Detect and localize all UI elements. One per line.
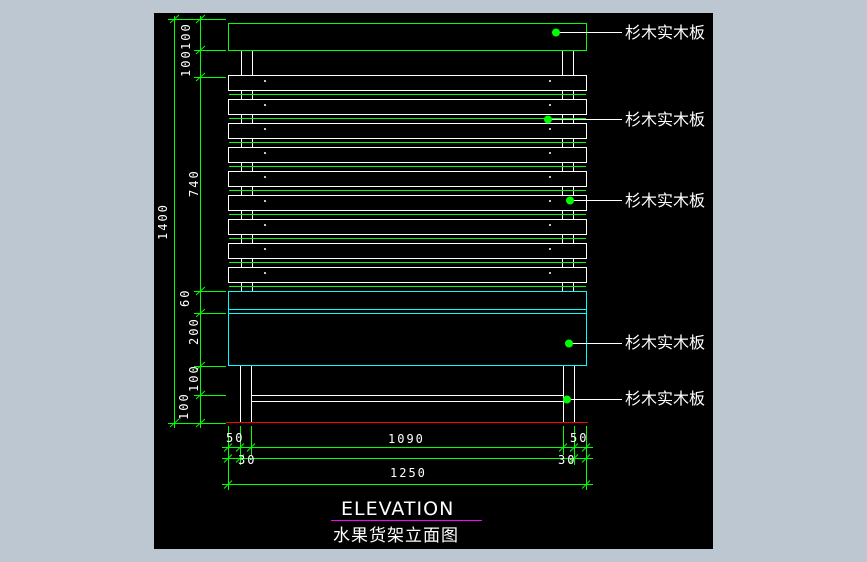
drawing-title-en: ELEVATION: [341, 498, 454, 520]
callout-leaders: [548, 32, 622, 400]
shelf-slat: [228, 147, 587, 163]
callout-dot-3: [566, 196, 574, 205]
shelf-slat: [228, 243, 587, 259]
dim-left-2: 100: [179, 49, 193, 77]
callout-dot-2: [544, 115, 552, 124]
screw-dot: [549, 200, 551, 202]
screw-dot: [264, 224, 266, 226]
shelf-slat: [228, 195, 587, 211]
callout-dot-5: [563, 395, 571, 404]
dim-tick: [581, 443, 591, 452]
shelf-slat: [228, 123, 587, 139]
dim-tick: [581, 480, 591, 489]
dim-tick: [223, 480, 233, 489]
screw-dot: [549, 272, 551, 274]
callout-label-2: 杉木实木板: [625, 110, 705, 129]
screw-dot: [264, 128, 266, 130]
dim-tick: [581, 454, 591, 463]
dim-left-3: 740: [187, 169, 201, 197]
screw-dot: [549, 128, 551, 130]
drawing-title-cn: 水果货架立面图: [333, 526, 459, 546]
left-dimension-chain: [168, 14, 226, 428]
dim-tick: [235, 454, 245, 463]
callout-label-1: 杉木实木板: [625, 23, 705, 42]
shelf-slat: [228, 267, 587, 283]
screw-dot: [549, 80, 551, 82]
dim-left-4: 60: [178, 289, 192, 307]
shelf-structure: [226, 23, 588, 423]
dim-tick: [569, 454, 579, 463]
screw-dot: [264, 152, 266, 154]
bottom-dimension-lines: [222, 426, 593, 490]
dim-bottom-left-50: 50: [226, 431, 244, 445]
dim-bottom-right-30: 30: [558, 453, 576, 467]
screw-dot: [264, 104, 266, 106]
callout-label-5: 杉木实木板: [625, 389, 705, 408]
callout-dot-4: [565, 339, 573, 348]
screw-dot: [549, 104, 551, 106]
left-dimension-ticks: [168, 14, 226, 428]
bottom-dimension-ticks: [223, 443, 591, 489]
callout-label-3: 杉木实木板: [625, 191, 705, 210]
screw-dot: [549, 248, 551, 250]
dim-tick: [246, 443, 256, 452]
callout-dot-1: [552, 28, 560, 37]
dim-overall-height: 1400: [156, 203, 170, 240]
screw-dot: [264, 80, 266, 82]
dim-tick: [223, 454, 233, 463]
dim-left-7: 100: [177, 392, 191, 420]
callout-dots: [544, 28, 574, 404]
shelf-slat: [228, 171, 587, 187]
top-board: [228, 23, 587, 51]
dim-bottom-right-50: 50: [570, 431, 588, 445]
dim-left-1: 100: [179, 22, 193, 50]
dim-tick: [223, 443, 233, 452]
dim-bottom-1090: 1090: [388, 432, 425, 446]
dim-overall-width: 1250: [390, 466, 427, 480]
screw-dot: [549, 176, 551, 178]
dim-tick: [235, 443, 245, 452]
screw-dot: [549, 224, 551, 226]
screw-dot: [264, 248, 266, 250]
slat-group: [228, 75, 587, 287]
dim-tick: [569, 443, 579, 452]
shelf-slat: [228, 219, 587, 235]
screw-dot: [549, 152, 551, 154]
cabinet-front-panel: [228, 313, 587, 366]
shelf-slat: [228, 75, 587, 91]
screw-dot: [264, 176, 266, 178]
dim-bottom-left-30: 30: [238, 453, 256, 467]
screw-dot: [264, 272, 266, 274]
dim-tick: [558, 443, 568, 452]
shelf-slat: [228, 99, 587, 115]
screw-dot: [264, 200, 266, 202]
dim-left-6: 100: [187, 364, 201, 392]
dim-left-5: 200: [187, 317, 201, 345]
callout-label-4: 杉木实木板: [625, 333, 705, 352]
